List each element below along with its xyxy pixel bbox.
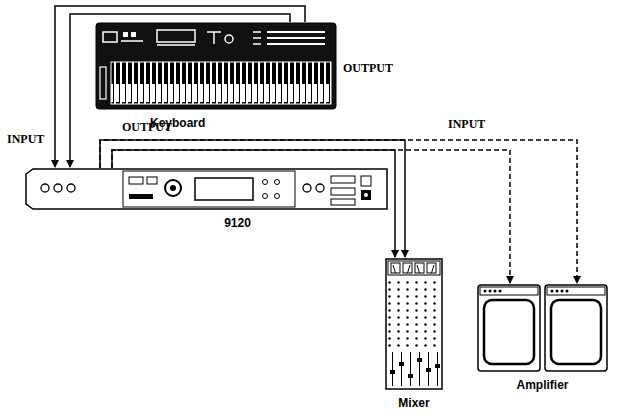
keyboard-illustration bbox=[95, 22, 340, 110]
input-label: INPUT bbox=[7, 132, 44, 147]
effects-unit-illustration bbox=[25, 168, 390, 210]
cable-connector bbox=[100, 140, 577, 283]
device-label: 9120 bbox=[25, 216, 390, 230]
output-label: OUTPUT bbox=[343, 61, 393, 76]
mixer-unit: Mixer bbox=[385, 258, 443, 410]
amplifier-unit: Amplifier bbox=[475, 284, 610, 392]
amplifier-illustration bbox=[475, 284, 610, 372]
keyboard-unit: Keyboard bbox=[95, 22, 340, 130]
mixer-illustration bbox=[385, 258, 443, 390]
device-label: Mixer bbox=[385, 396, 443, 410]
output-label: OUTPUT bbox=[122, 120, 172, 135]
effects-unit: 9120 bbox=[25, 168, 390, 230]
device-label: Amplifier bbox=[475, 378, 610, 392]
input-label: INPUT bbox=[448, 117, 485, 132]
